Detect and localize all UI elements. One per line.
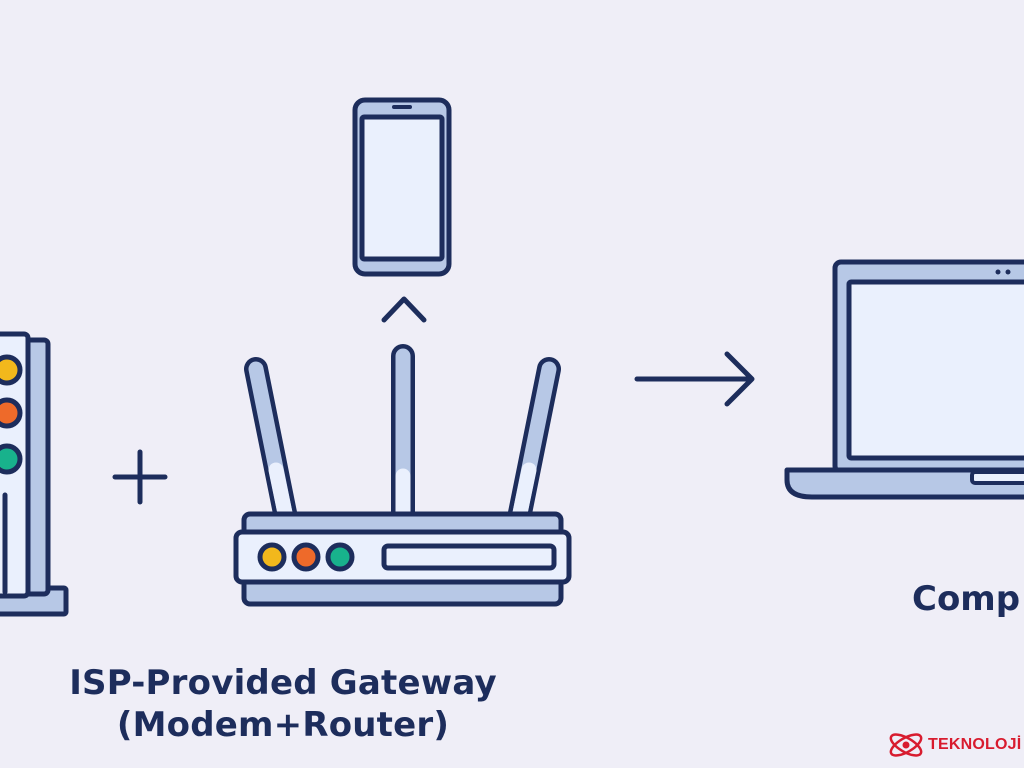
watermark-text: TEKNOLOJİ [928, 736, 1022, 753]
atom-logo-icon [889, 733, 923, 757]
laptop-icon [784, 259, 1024, 500]
antenna-right [507, 357, 561, 530]
gateway-caption-line1: ISP-Provided Gateway [69, 663, 497, 703]
chevron-up-icon [381, 296, 427, 323]
plus-icon [112, 449, 168, 505]
watermark: TEKNOLOJİ [886, 728, 1021, 762]
modem-icon [0, 331, 69, 617]
router-icon [233, 344, 572, 607]
smartphone-icon [352, 97, 452, 277]
computer-caption: Comp [912, 579, 1021, 619]
arrow-right-icon [634, 351, 755, 407]
antenna-left [244, 357, 298, 530]
gateway-caption-line2: (Modem+Router) [116, 705, 450, 745]
